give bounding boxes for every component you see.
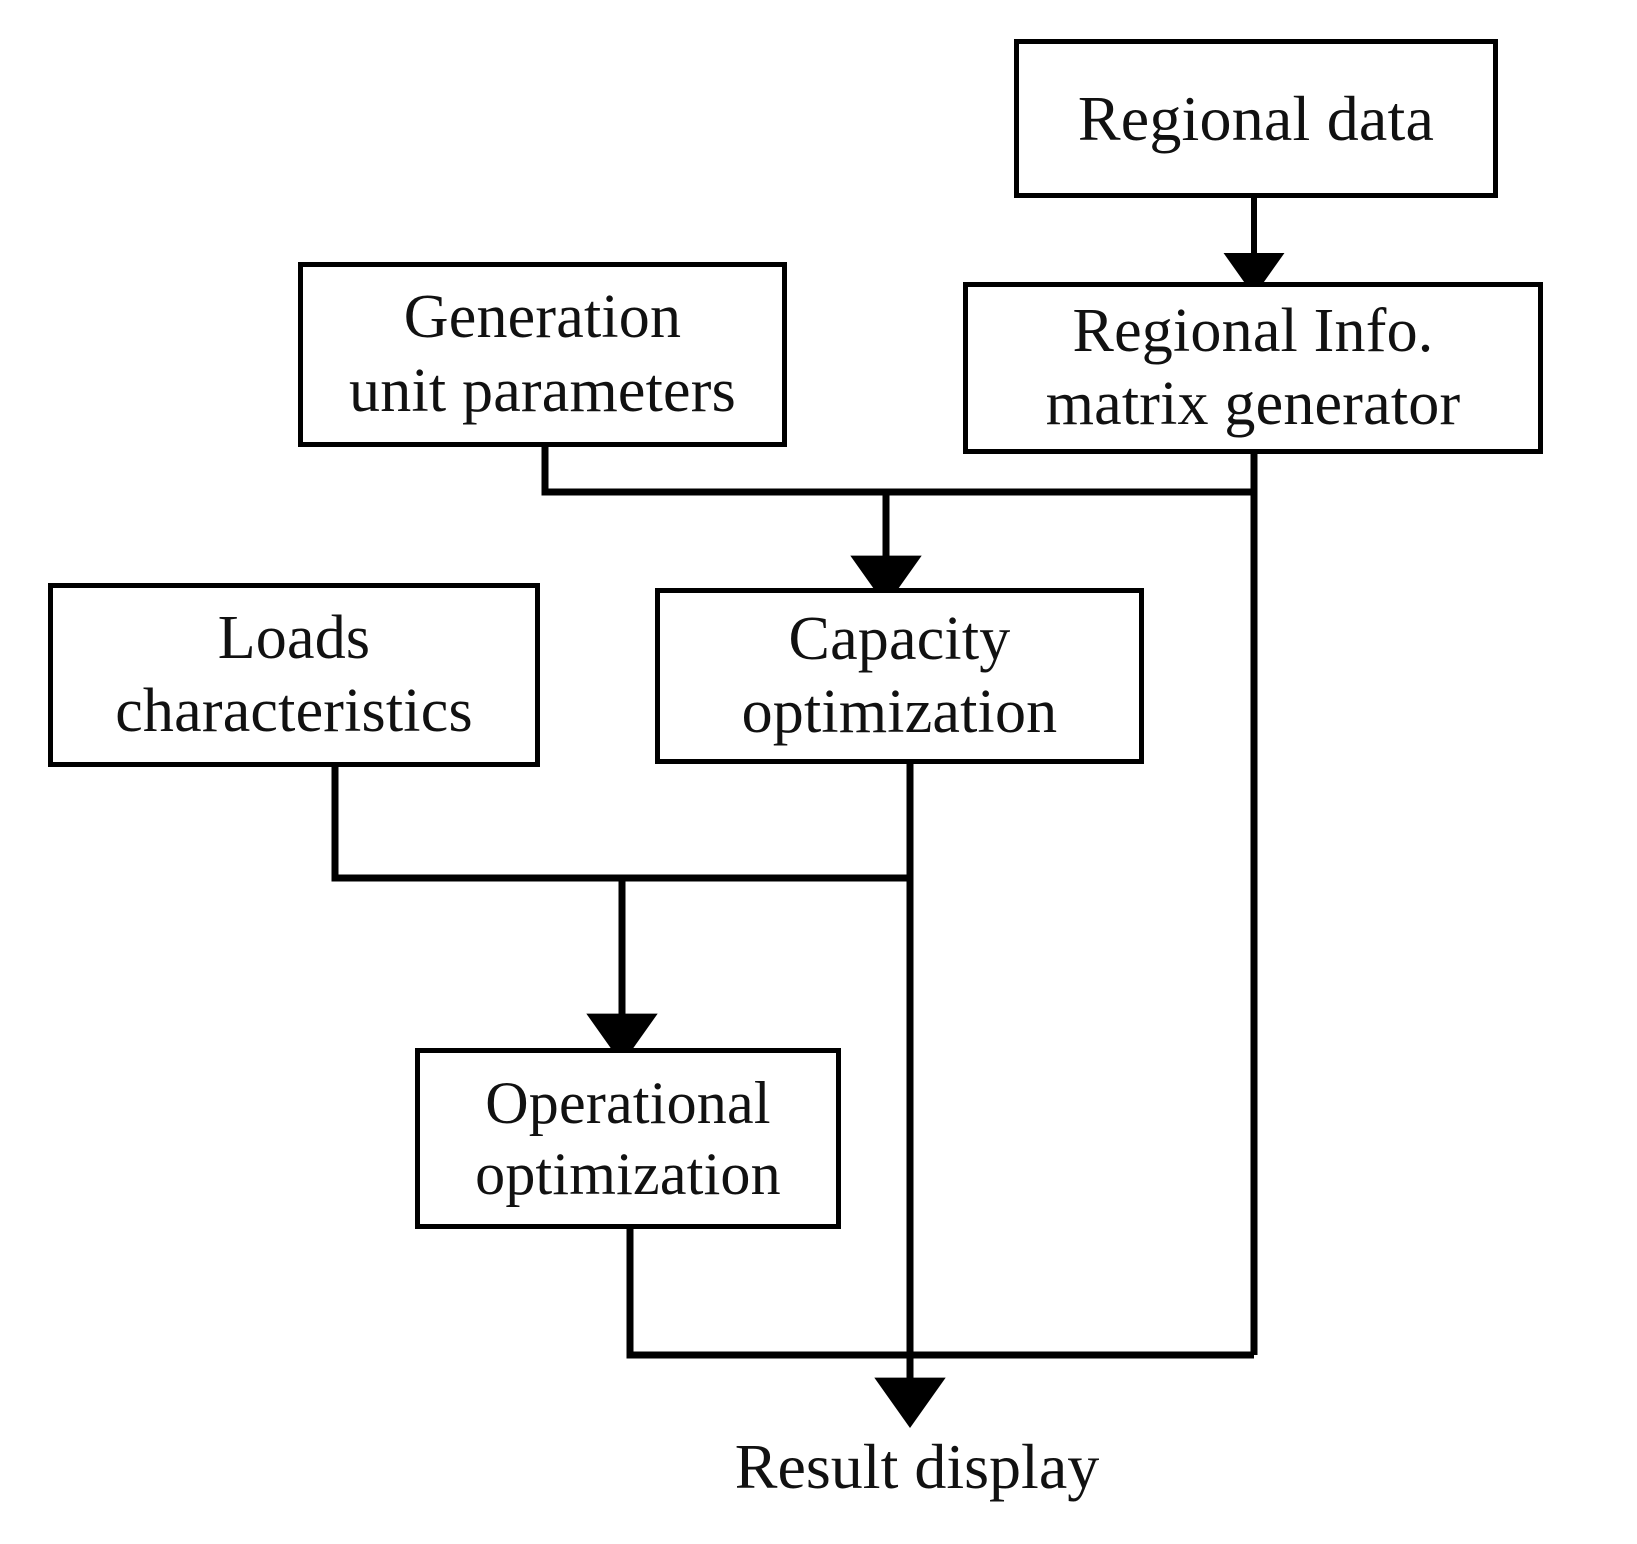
edge-matrix-generator-to-capacity [886, 454, 1258, 496]
edge-generation-to-capacity [541, 447, 886, 496]
node-result-display-label: Result display [734, 1431, 1100, 1502]
edge-operational-to-result [626, 1229, 1254, 1359]
node-generation-unit-parameters[interactable]: Generation unit parameters [298, 262, 787, 447]
node-capacity-optimization-line-2: optimization [741, 678, 1058, 746]
node-operational-optimization-line-2: optimization [475, 1140, 781, 1207]
node-regional-info-matrix-generator-line-1: Regional Info. [1072, 296, 1434, 365]
node-result-display: Result display [722, 1431, 1112, 1502]
node-capacity-optimization-line-1: Capacity [788, 604, 1011, 673]
node-regional-data[interactable]: Regional data [1014, 39, 1498, 198]
node-generation-unit-parameters-line-2: unit parameters [349, 356, 736, 425]
node-regional-info-matrix-generator-line-2: matrix generator [1045, 370, 1461, 438]
node-operational-optimization[interactable]: Operational optimization [415, 1048, 841, 1229]
edge-loads-to-operational [331, 767, 910, 882]
node-loads-characteristics[interactable]: Loads characteristics [48, 583, 540, 767]
node-loads-characteristics-line-1: Loads [217, 603, 371, 672]
node-loads-characteristics-line-2: characteristics [115, 677, 473, 745]
node-regional-info-matrix-generator[interactable]: Regional Info. matrix generator [963, 282, 1543, 454]
node-regional-data-line-1: Regional data [1077, 82, 1435, 154]
node-generation-unit-parameters-line-1: Generation [403, 283, 682, 352]
node-capacity-optimization[interactable]: Capacity optimization [655, 588, 1144, 764]
node-operational-optimization-line-1: Operational [485, 1069, 771, 1136]
